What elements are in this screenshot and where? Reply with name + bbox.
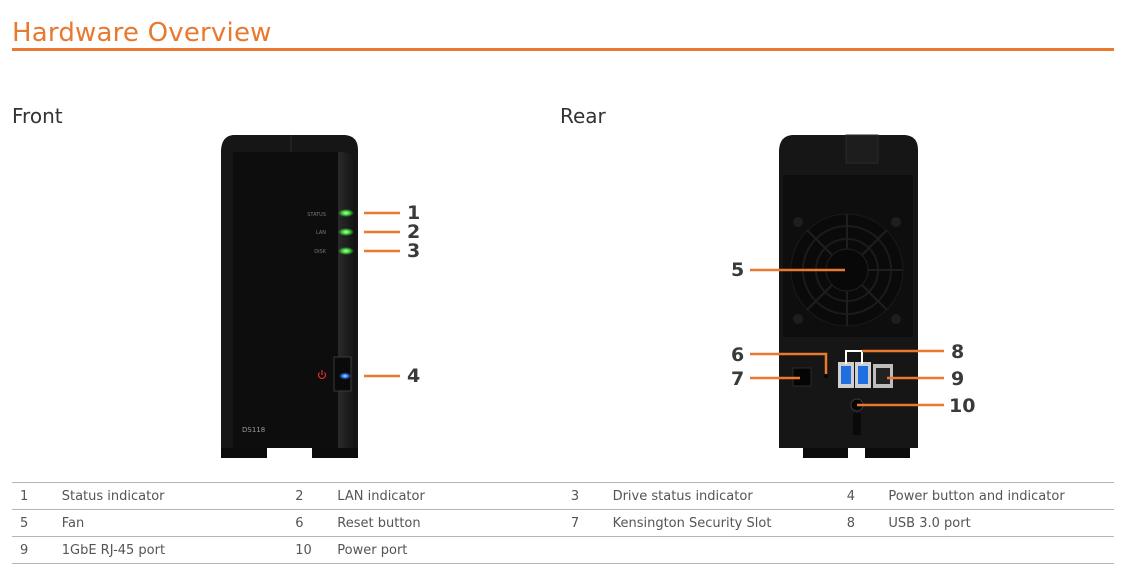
legend-label: Fan (61, 509, 288, 537)
reset-button[interactable] (824, 374, 828, 378)
model-label: DS118 (242, 426, 265, 434)
legend-number: 8 (838, 509, 889, 537)
legend-number (562, 536, 613, 564)
rear-device (779, 134, 918, 458)
legend-number: 6 (287, 509, 338, 537)
callout-5: 5 (731, 259, 744, 281)
callout-6: 6 (731, 344, 744, 366)
legend-number: 4 (838, 482, 889, 510)
legend-number (838, 536, 889, 564)
legend-number: 7 (562, 509, 613, 537)
table-row: 5 Fan 6 Reset button 7 Kensington Securi… (12, 509, 1114, 537)
page-title: Hardware Overview (12, 18, 272, 48)
legend-number: 2 (287, 482, 338, 510)
callout-1: 1 (407, 202, 420, 224)
front-callouts: 1 2 3 4 (364, 202, 420, 387)
hardware-figure: STATUS LAN DISK DS118 1 2 3 4 (221, 134, 975, 458)
legend-label (888, 536, 1114, 564)
legend-label: Power port (337, 536, 563, 564)
callout-7: 7 (731, 368, 744, 390)
legend-label: LAN indicator (337, 482, 563, 510)
callout-4: 4 (407, 365, 420, 387)
legend-label: USB 3.0 port (888, 509, 1114, 537)
legend-label: Reset button (337, 509, 563, 537)
status-led-icon (338, 209, 354, 217)
legend-number: 3 (562, 482, 613, 510)
legend-label: 1GbE RJ-45 port (61, 536, 288, 564)
table-row: 1 Status indicator 2 LAN indicator 3 Dri… (12, 482, 1114, 510)
legend-label: Kensington Security Slot (612, 509, 839, 537)
legend-number: 1 (12, 482, 62, 510)
lan-led-icon (338, 228, 354, 236)
rear-section-heading: Rear (560, 104, 606, 128)
disk-led-icon (338, 247, 354, 255)
rear-callouts: 5 6 7 8 9 10 (731, 259, 975, 417)
callout-8: 8 (951, 341, 964, 363)
disk-led-label: DISK (314, 249, 326, 255)
legend-number: 10 (287, 536, 338, 564)
power-symbol-icon (317, 370, 327, 379)
legend-label: Status indicator (61, 482, 288, 510)
status-led-label: STATUS (307, 212, 326, 218)
legend-number: 5 (12, 509, 62, 537)
component-legend-table: 1 Status indicator 2 LAN indicator 3 Dri… (12, 482, 1114, 564)
legend-number: 9 (12, 536, 62, 564)
callout-10: 10 (949, 395, 975, 417)
title-divider (12, 48, 1114, 51)
front-device: STATUS LAN DISK DS118 (221, 135, 358, 458)
fan-icon (790, 213, 904, 327)
legend-label (612, 536, 839, 564)
callout-3: 3 (407, 240, 420, 262)
callout-9: 9 (951, 368, 964, 390)
legend-label: Drive status indicator (612, 482, 839, 510)
lan-led-label: LAN (316, 230, 326, 236)
callout-2: 2 (407, 221, 420, 243)
front-section-heading: Front (12, 104, 63, 128)
power-led-icon (339, 372, 351, 380)
table-row: 9 1GbE RJ-45 port 10 Power port (12, 536, 1114, 564)
legend-label: Power button and indicator (888, 482, 1114, 510)
